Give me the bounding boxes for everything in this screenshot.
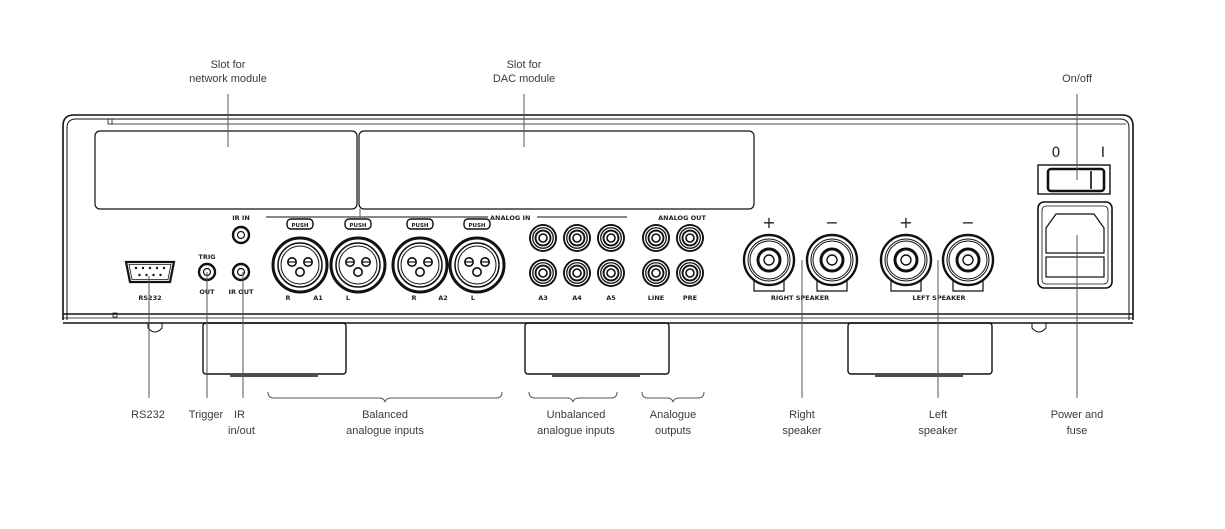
foot-right [847,322,993,377]
push-label: PUSH [349,223,366,229]
rca-jack [597,224,625,252]
left-speaker-panel-label: LEFT SPEAKER [912,294,965,302]
ir-in-jack: IR IN [231,214,251,245]
rca-connectors [529,224,704,287]
rca-jack [563,259,591,287]
callout-line: analogue inputs [537,425,615,437]
callout-power: Power and fuse [1051,409,1104,437]
speaker-terminals [742,233,995,292]
rca-jack [563,224,591,252]
network-module-slot [94,130,358,210]
xlr-connector: PUSH [391,218,449,294]
rca-label: LINE [648,294,664,302]
rs232-panel-label: RS232 [138,294,161,302]
callout-line: network module [189,73,267,85]
xlr-label: L [471,294,475,302]
power-inlet-fuse [1037,201,1113,289]
callout-unbalanced: Unbalanced analogue inputs [537,409,615,437]
ir-out-label: IR OUT [229,288,254,296]
callout-line: DAC module [493,73,555,85]
xlr-labels: R A1 L R A2 L [285,294,475,302]
rca-jack [529,224,557,252]
rca-jack [676,259,704,287]
rca-label: A3 [538,294,548,302]
xlr-label: R [411,294,416,302]
callout-line: On/off [1062,73,1093,85]
callout-line: in/out [228,425,255,437]
balanced-xlr-inputs: PUSH PUSH PUSH PUSH [271,218,506,294]
speaker-binding-post [879,233,933,292]
analog-in-label: ANALOG IN [490,214,530,222]
xlr-connector: PUSH [448,218,506,294]
speaker-binding-post [805,233,859,292]
xlr-label: L [346,294,350,302]
foot-center [524,322,670,377]
xlr-label: A2 [438,294,448,302]
right-speaker-panel-label: RIGHT SPEAKER [771,294,829,302]
rs232-port: RS232 [124,260,176,302]
rca-jack [676,224,704,252]
dac-module-slot [358,130,755,210]
rca-label: PRE [683,294,697,302]
power-switch[interactable]: 0 I [1037,145,1111,195]
callout-line: fuse [1067,425,1088,437]
left-minus-sign: − [961,213,974,232]
callout-line: Power and [1051,409,1104,421]
speaker-binding-post [742,233,796,292]
callout-line: speaker [918,425,957,437]
rca-jack [642,259,670,287]
callout-line: analogue inputs [346,425,424,437]
callout-right-speaker: Right speaker [782,409,821,437]
foot-left [202,322,347,377]
speaker-binding-post [941,233,995,292]
xlr-label: A1 [313,294,323,302]
xlr-connector: PUSH [329,218,387,294]
right-plus-sign: + [762,213,775,232]
callout-line: Left [929,409,947,421]
push-label: PUSH [411,223,428,229]
ir-in-label: IR IN [232,214,250,222]
switch-on-mark: I [1101,145,1105,161]
callout-line: Right [789,409,815,421]
callout-line: Balanced [362,409,408,421]
right-minus-sign: − [825,213,838,232]
xlr-connector: PUSH [271,218,329,294]
callout-line: speaker [782,425,821,437]
rca-jack [529,259,557,287]
rca-labels: A3 A4 A5 LINE PRE [538,294,697,302]
ir-out-jack: IR OUT [229,262,254,296]
push-label: PUSH [291,223,308,229]
callout-line: Analogue [650,409,697,421]
rca-jack [642,224,670,252]
callout-balanced: Balanced analogue inputs [346,409,424,437]
callout-line: IR [234,409,245,421]
left-plus-sign: + [899,213,912,232]
callout-left-speaker: Left speaker [918,409,957,437]
callout-line: Unbalanced [547,409,606,421]
callout-line: outputs [655,425,692,437]
xlr-label: R [285,294,290,302]
callout-analogue-outputs: Analogue outputs [650,409,697,437]
trig-label: TRIG [198,253,215,261]
callout-line: Slot for [507,59,542,71]
rca-jack [597,259,625,287]
analog-out-label: ANALOG OUT [658,214,706,222]
push-label: PUSH [468,223,485,229]
callout-ir: IR in/out [228,409,255,437]
braces [267,391,705,403]
callout-line: Trigger [189,409,224,421]
callout-line: Slot for [211,59,246,71]
callout-line: RS232 [131,409,165,421]
callout-dac-slot: Slot for DAC module [493,59,555,85]
rca-label: A5 [606,294,616,302]
callout-on-off: On/off [1062,73,1093,85]
callout-trigger: Trigger [189,409,224,421]
switch-off-mark: 0 [1052,145,1061,161]
rca-label: A4 [572,294,582,302]
callout-rs232: RS232 [131,409,165,421]
callout-network-slot: Slot for network module [189,59,267,85]
leader-lines [148,94,1078,398]
